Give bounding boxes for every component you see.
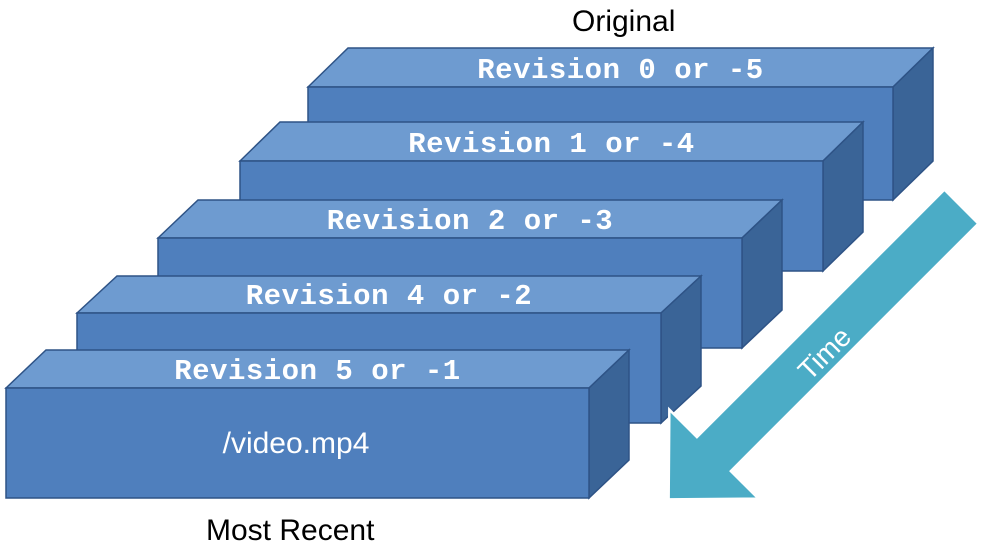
most-recent-label: Most Recent (206, 514, 375, 547)
revision-label: Revision 2 or -3 (327, 205, 613, 238)
revision-box: Revision 5 or -1/video.mp4 (4, 348, 631, 500)
arrow-shape (667, 187, 981, 501)
file-name-label: /video.mp4 (223, 427, 370, 460)
revision-label: Revision 1 or -4 (408, 128, 694, 161)
revision-label: Revision 4 or -2 (246, 280, 532, 313)
revision-label: Revision 5 or -1 (174, 355, 460, 388)
revision-label: Revision 0 or -5 (477, 54, 763, 87)
original-label: Original (572, 5, 676, 38)
box-front-face (5, 387, 590, 499)
